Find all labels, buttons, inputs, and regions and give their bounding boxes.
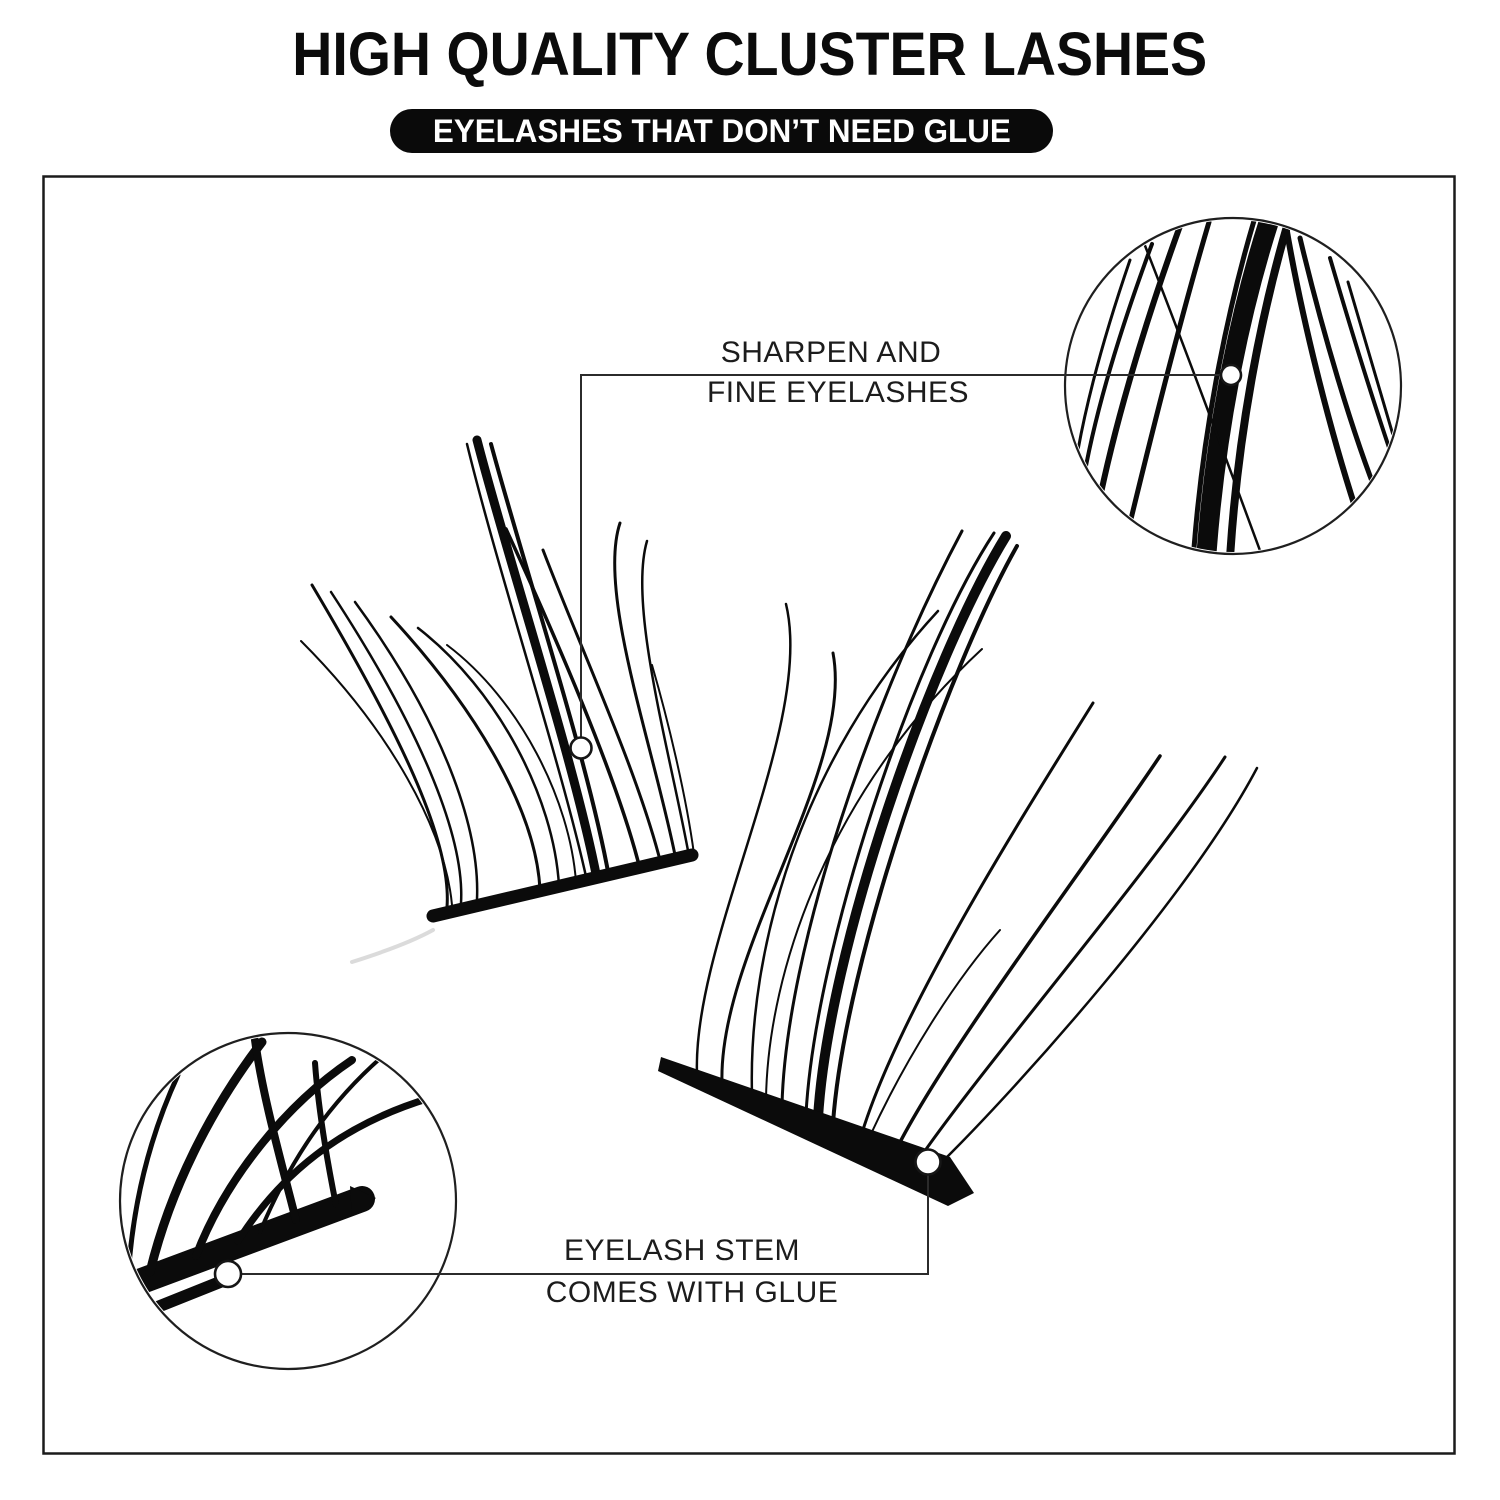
lash-strand	[831, 544, 1019, 1125]
right-lash-cluster	[658, 529, 1259, 1206]
lash-strand	[1080, 242, 1154, 490]
callout-dot	[213, 1259, 243, 1289]
lash-strand	[695, 602, 792, 1076]
lash-base-strip	[426, 848, 699, 923]
lash-stem-band	[122, 1186, 375, 1305]
lash-strand	[300, 640, 453, 906]
callout-label-stem-line1: EYELASH STEM	[563, 1234, 801, 1267]
lash-strand-bundle	[472, 435, 602, 884]
lash-strand	[258, 1048, 392, 1234]
lash-strand	[465, 442, 589, 883]
lash-strand	[920, 755, 1227, 1157]
lash-strand	[613, 521, 678, 862]
lash-strand	[329, 590, 463, 905]
left-lash-cluster	[300, 435, 699, 964]
callout-label-sharpen-line1: SHARPEN AND	[720, 336, 942, 369]
subtitle-banner-text: EYELASHES THAT DON’T NEED GLUE	[432, 112, 1011, 149]
lash-strand	[1283, 223, 1359, 513]
lash-strand	[750, 609, 940, 1096]
magnifier-inset-bottom-left	[118, 1031, 458, 1371]
lash-stem-band-end	[350, 1186, 376, 1216]
lash-strand	[234, 1094, 434, 1245]
connector-line	[580, 374, 1231, 748]
callout-dot	[1219, 363, 1243, 387]
callout-label-sharpen-line2: FINE EYELASHES	[706, 376, 970, 409]
content-frame	[42, 175, 1456, 1455]
lash-strand	[1297, 235, 1383, 505]
lash-strand	[1121, 220, 1212, 551]
lash-base-strip	[658, 1057, 974, 1206]
callout-dot	[914, 1148, 942, 1176]
lash-strand	[860, 701, 1095, 1135]
lash-strand	[310, 583, 449, 909]
page-title-text: HIGH QUALITY CLUSTER LASHES	[292, 20, 1208, 88]
lash-strand	[489, 442, 611, 879]
lash-strand	[869, 929, 1001, 1137]
lash-strand	[720, 651, 837, 1085]
lash-strand	[251, 1036, 300, 1224]
lash-strand	[446, 644, 577, 883]
lash-strand	[1076, 258, 1132, 452]
lash-strand	[780, 529, 964, 1107]
page-title: HIGH QUALITY CLUSTER LASHES	[0, 24, 1500, 85]
lash-strand	[804, 531, 996, 1116]
connector-line	[228, 1162, 929, 1275]
lash-strand	[541, 548, 663, 866]
lash-strand-bundle	[813, 531, 1011, 1123]
lash-strand	[640, 539, 691, 858]
lash-strand	[651, 664, 695, 855]
lash-strand	[504, 527, 642, 871]
lash-strand	[353, 600, 479, 901]
callout-dot	[569, 736, 593, 760]
lash-strand	[765, 648, 983, 1100]
subtitle-banner: EYELASHES THAT DON’T NEED GLUE	[390, 109, 1053, 153]
callout-label-stem-line2: COMES WITH GLUE	[545, 1276, 839, 1309]
lash-strand	[192, 1056, 356, 1260]
lash-strand	[1191, 220, 1259, 551]
lash-strand	[312, 1060, 339, 1208]
callout-connector-stem	[213, 1148, 942, 1289]
lash-strand	[416, 626, 561, 888]
lash-strand	[389, 615, 542, 892]
lash-strand	[896, 754, 1162, 1148]
lash-strand	[940, 766, 1259, 1164]
lash-strand	[1226, 220, 1294, 552]
cluster-shadow	[350, 928, 435, 964]
callout-connector-sharpen	[569, 363, 1243, 760]
lash-strand	[1140, 236, 1264, 552]
lash-strand	[145, 1037, 267, 1277]
